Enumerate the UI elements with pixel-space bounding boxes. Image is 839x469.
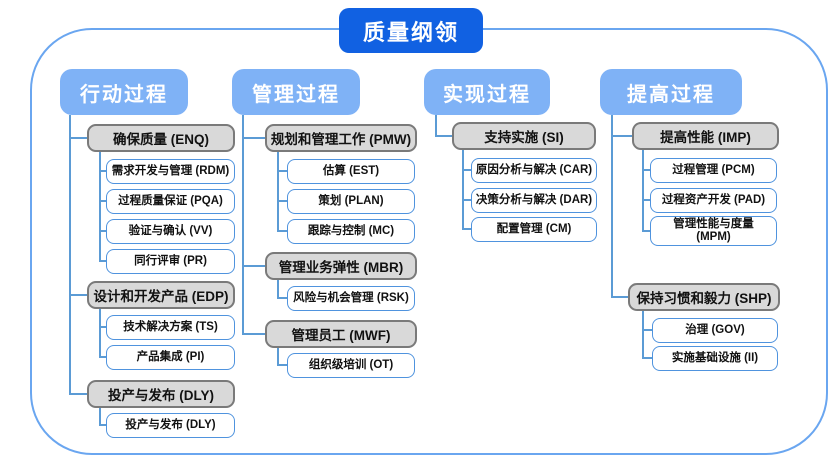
connector-stub <box>277 230 287 232</box>
group-node-edp: 设计和开发产品 (EDP) <box>87 281 235 309</box>
connector-trunk <box>277 348 279 366</box>
group-node-mwf: 管理员工 (MWF) <box>265 320 417 348</box>
leaf-node-ot: 组织级培训 (OT) <box>287 353 415 378</box>
connector-stub <box>99 326 107 328</box>
leaf-node-car: 原因分析与解决 (CAR) <box>471 158 597 183</box>
leaf-node-mc: 跟踪与控制 (MC) <box>287 219 415 244</box>
connector-trunk <box>69 115 71 395</box>
connector-stub <box>99 424 107 426</box>
leaf-node-gov: 治理 (GOV) <box>652 318 778 343</box>
diagram-title: 质量纲领 <box>339 8 483 53</box>
connector-trunk <box>642 311 644 359</box>
connector-trunk <box>435 115 437 137</box>
column-header-management-process: 管理过程 <box>232 69 360 115</box>
leaf-node-dar: 决策分析与解决 (DAR) <box>471 188 597 213</box>
connector-trunk <box>277 152 279 232</box>
leaf-node-cm: 配置管理 (CM) <box>471 217 597 242</box>
connector-stub <box>99 170 107 172</box>
connector-stub <box>642 329 652 331</box>
leaf-node-pr: 同行评审 (PR) <box>106 249 235 274</box>
connector-stub <box>242 333 265 335</box>
group-node-imp: 提高性能 (IMP) <box>632 122 779 150</box>
leaf-node-vv: 验证与确认 (VV) <box>106 219 235 244</box>
leaf-node-pqa: 过程质量保证 (PQA) <box>106 189 235 214</box>
connector-trunk <box>277 280 279 299</box>
connector-stub <box>277 297 287 299</box>
group-node-shp: 保持习惯和毅力 (SHP) <box>628 283 780 311</box>
connector-stub <box>69 137 87 139</box>
connector-stub <box>277 364 287 366</box>
connector-trunk <box>99 309 101 358</box>
connector-stub <box>462 199 471 201</box>
group-node-enq: 确保质量 (ENQ) <box>87 124 235 152</box>
leaf-node-pi: 产品集成 (PI) <box>106 345 235 370</box>
leaf-node-rdm: 需求开发与管理 (RDM) <box>106 159 235 184</box>
connector-stub <box>642 230 650 232</box>
connector-stub <box>99 260 107 262</box>
column-header-realization-process: 实现过程 <box>424 69 550 115</box>
connector-trunk <box>642 150 644 231</box>
leaf-node-ts: 技术解决方案 (TS) <box>106 315 235 340</box>
group-node-mbr: 管理业务弹性 (MBR) <box>265 252 417 280</box>
group-node-dly: 投产与发布 (DLY) <box>87 380 235 408</box>
group-node-si: 支持实施 (SI) <box>452 122 596 150</box>
connector-stub <box>99 356 107 358</box>
connector-stub <box>99 230 107 232</box>
connector-stub <box>611 135 632 137</box>
column-header-improvement-process: 提高过程 <box>600 69 742 115</box>
leaf-node-ii: 实施基础设施 (II) <box>652 346 778 371</box>
leaf-node-pcm: 过程管理 (PCM) <box>650 158 777 183</box>
connector-stub <box>277 170 287 172</box>
connector-stub <box>99 200 107 202</box>
connector-stub <box>242 137 265 139</box>
connector-trunk <box>611 115 613 298</box>
connector-stub <box>242 265 265 267</box>
connector-trunk <box>99 152 101 262</box>
connector-stub <box>642 169 650 171</box>
connector-stub <box>69 294 87 296</box>
column-header-action-process: 行动过程 <box>60 69 188 115</box>
connector-stub <box>611 296 628 298</box>
leaf-node-rsk: 风险与机会管理 (RSK) <box>287 286 415 311</box>
connector-trunk <box>242 115 244 335</box>
connector-trunk <box>462 150 464 230</box>
leaf-node-dly-child: 投产与发布 (DLY) <box>106 413 235 438</box>
connector-stub <box>69 393 87 395</box>
connector-stub <box>642 357 652 359</box>
connector-stub <box>435 135 452 137</box>
group-node-pmw: 规划和管理工作 (PMW) <box>265 124 417 152</box>
leaf-node-est: 估算 (EST) <box>287 159 415 184</box>
connector-stub <box>642 199 650 201</box>
connector-trunk <box>99 408 101 426</box>
leaf-node-pad: 过程资产开发 (PAD) <box>650 188 777 213</box>
leaf-node-plan: 策划 (PLAN) <box>287 189 415 214</box>
leaf-node-mpm: 管理性能与度量 (MPM) <box>650 216 777 246</box>
connector-stub <box>462 228 471 230</box>
connector-stub <box>277 200 287 202</box>
connector-stub <box>462 169 471 171</box>
